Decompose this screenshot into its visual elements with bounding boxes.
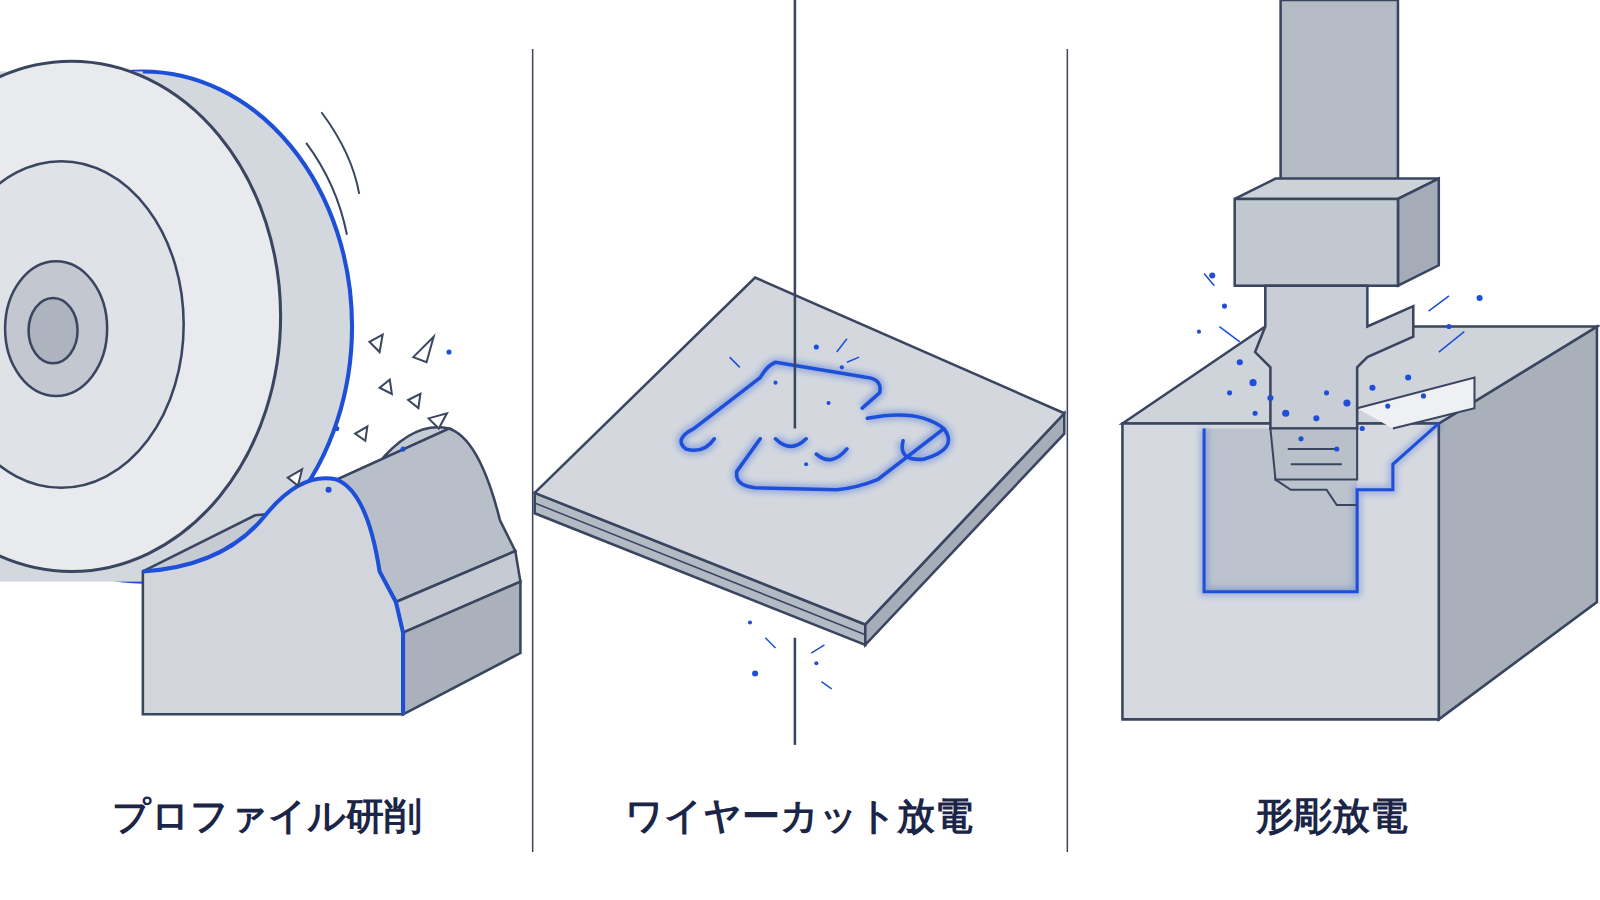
electrode xyxy=(1235,0,1439,480)
panel-label: ワイヤーカット放電 xyxy=(625,791,973,842)
workpiece xyxy=(143,427,521,714)
wire xyxy=(730,0,860,745)
divider xyxy=(532,49,534,852)
divider xyxy=(1067,49,1069,852)
plate xyxy=(535,278,1065,645)
chips xyxy=(288,335,452,493)
sparks xyxy=(1197,272,1483,451)
cut-path xyxy=(681,362,948,490)
panel-label: 形彫放電 xyxy=(1256,791,1408,842)
panel-label: プロファイル研削 xyxy=(112,791,422,842)
work-block xyxy=(1122,327,1596,720)
